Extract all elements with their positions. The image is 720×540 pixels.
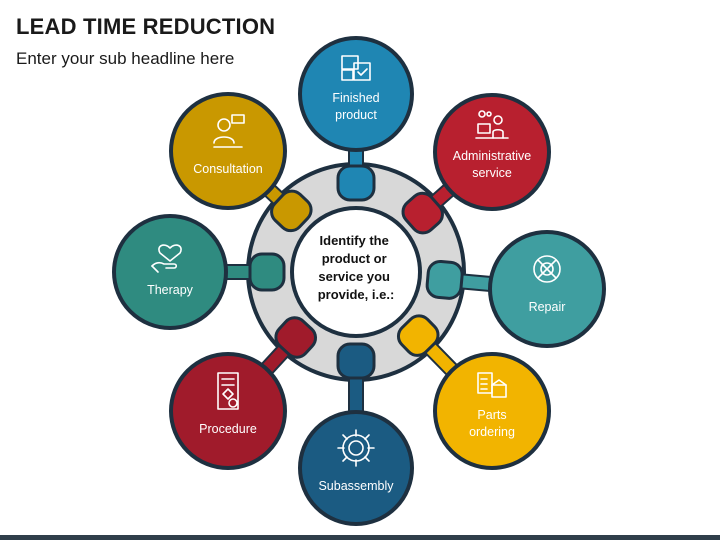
center-text: Identify the product or service you prov… — [318, 233, 395, 302]
center-line-4: provide, i.e.: — [318, 287, 395, 302]
center-hub — [290, 206, 422, 338]
node-parts-ordering: Parts ordering — [433, 352, 551, 470]
node-label-line: ordering — [469, 425, 515, 439]
connector-administrative-service — [401, 180, 459, 235]
center-line-1: Identify the — [320, 233, 389, 248]
node-consultation: Consultation — [169, 92, 287, 210]
page-subtitle: Enter your sub headline here — [16, 49, 235, 68]
node-label-procedure: Procedure — [199, 422, 257, 436]
admin-desk-icon — [475, 110, 509, 139]
connector-therapy — [221, 252, 286, 292]
gear-icon — [337, 429, 375, 467]
boxes-icon — [341, 55, 371, 81]
node-label-administrative-service: Administrative service — [453, 149, 532, 180]
node-label-line: product — [335, 108, 377, 122]
center-line-2: product or — [322, 251, 387, 266]
node-label-line: Parts — [477, 408, 506, 422]
consultant-icon — [213, 114, 245, 148]
node-label-parts-ordering: Parts ordering — [469, 408, 515, 439]
node-administrative-service: Administrative service — [433, 93, 551, 211]
node-label-line: Consultation — [193, 162, 263, 176]
node-procedure: Procedure — [169, 352, 287, 470]
node-label-repair: Repair — [529, 300, 566, 314]
connector-consultation — [260, 180, 313, 233]
node-label-subassembly: Subassembly — [318, 479, 394, 493]
node-label-line: Subassembly — [318, 479, 394, 493]
node-label-line: service — [472, 166, 512, 180]
node-label-consultation: Consultation — [193, 162, 263, 176]
connector-finished-product — [336, 145, 376, 202]
node-label-line: Finished — [332, 91, 379, 105]
node-label-finished-product: Finished product — [332, 91, 379, 122]
node-subassembly: Subassembly — [298, 410, 414, 526]
connectors — [221, 145, 496, 417]
bottom-bar — [0, 535, 720, 540]
checklist-box-icon — [477, 372, 507, 398]
tools-gear-icon — [533, 255, 561, 283]
node-repair: Repair — [488, 230, 606, 348]
node-label-line: Procedure — [199, 422, 257, 436]
heart-hand-icon — [151, 244, 182, 273]
node-label-line: Repair — [529, 300, 566, 314]
node-therapy: Therapy — [112, 214, 228, 330]
node-label-therapy: Therapy — [147, 283, 194, 297]
connector-parts-ordering — [396, 314, 462, 380]
connector-repair — [425, 259, 496, 300]
page-title: LEAD TIME REDUCTION — [16, 14, 276, 39]
node-label-line: Therapy — [147, 283, 194, 297]
node-finished-product: Finished product — [298, 36, 414, 152]
flowchart-icon — [217, 372, 239, 410]
node-label-line: Administrative — [453, 149, 532, 163]
center-line-3: service you — [318, 269, 390, 284]
